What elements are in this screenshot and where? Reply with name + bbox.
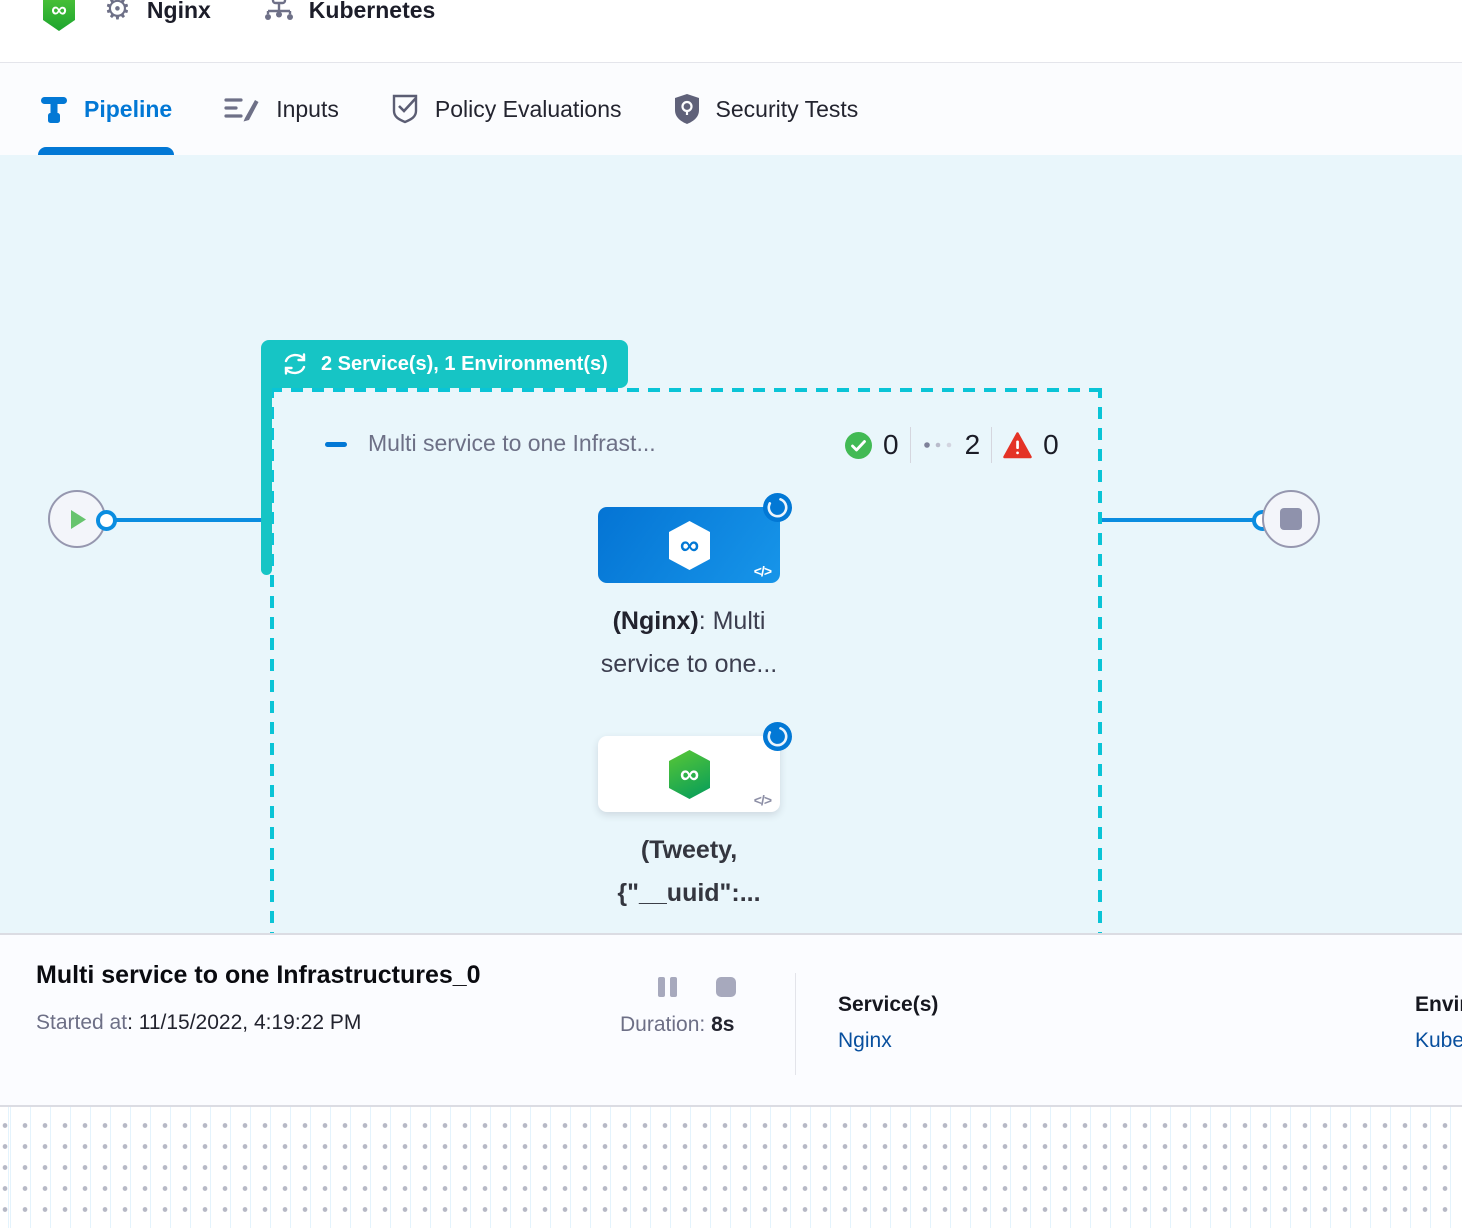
environments-link[interactable]: Kubernetes — [1415, 1029, 1462, 1053]
tab-policy-evaluations-label: Policy Evaluations — [435, 96, 622, 123]
harness-service-icon: ∞ — [666, 749, 713, 805]
duration-label: Duration: — [620, 1013, 705, 1036]
execution-summary-bar: Multi service to one Infrastructures_0 S… — [0, 933, 1462, 1107]
stop-icon — [1280, 508, 1302, 530]
environment-name[interactable]: Kubernetes — [309, 0, 436, 24]
harness-logo-icon: ∞ — [40, 0, 78, 32]
duration: Duration: 8s — [620, 1013, 734, 1037]
execution-title: Multi service to one Infrastructures_0 — [36, 961, 481, 990]
stage-border-top — [270, 388, 1102, 392]
started-at: Started at: 11/15/2022, 4:19:22 PM — [36, 1011, 361, 1035]
failed-count-icon — [1003, 432, 1032, 459]
tab-security-tests[interactable]: Security Tests — [672, 63, 861, 155]
tab-security-tests-label: Security Tests — [716, 96, 859, 123]
services-label: Service(s) — [838, 993, 938, 1017]
stage-status-counts: 0 2 0 — [845, 427, 1059, 463]
pause-button[interactable] — [658, 977, 677, 997]
inputs-icon — [224, 94, 260, 124]
pipeline-name[interactable]: Nginx — [147, 0, 211, 24]
running-spinner-icon — [763, 722, 792, 756]
tab-inputs-label: Inputs — [276, 96, 339, 123]
running-count-icon — [922, 440, 954, 450]
failed-count: 0 — [1043, 429, 1059, 461]
log-canvas-grid — [0, 1107, 1462, 1228]
service-node-tweety-label: (Tweety, {"__uuid":... — [539, 829, 839, 915]
pipeline-icon — [40, 94, 68, 124]
loop-icon — [281, 351, 309, 377]
tab-inputs[interactable]: Inputs — [222, 63, 341, 155]
stage-loop-badge[interactable]: 2 Service(s), 1 Environment(s) — [261, 340, 628, 388]
service-label-line2: service to one... — [539, 643, 839, 686]
stage-loop-rail — [261, 375, 272, 575]
kubernetes-icon — [263, 0, 295, 29]
tab-pipeline-label: Pipeline — [84, 96, 172, 123]
success-count: 0 — [883, 429, 899, 461]
svg-text:∞: ∞ — [680, 530, 699, 560]
execution-tab-bar: Pipeline Inputs Policy Evaluations — [0, 63, 1462, 155]
code-icon: </> — [754, 563, 771, 579]
summary-divider — [795, 973, 796, 1075]
gear-icon[interactable]: ⚙ — [104, 0, 131, 25]
service-label-line2: {"__uuid":... — [539, 872, 839, 915]
services-link[interactable]: Nginx — [838, 1029, 892, 1053]
status-separator — [910, 427, 911, 463]
service-label-line1: (Tweety, — [539, 829, 839, 872]
started-at-label: Started at — [36, 1011, 127, 1034]
service-node-nginx-label: (Nginx): Multi service to one... — [539, 600, 839, 686]
service-label-rest: : Multi — [699, 607, 766, 635]
edge-connector-left — [96, 510, 117, 531]
started-at-value: : 11/15/2022, 4:19:22 PM — [127, 1011, 361, 1034]
edge-start-to-stage — [106, 518, 264, 522]
success-count-icon — [845, 432, 872, 459]
stage-loop-badge-label: 2 Service(s), 1 Environment(s) — [321, 353, 608, 376]
policy-evaluations-icon — [391, 93, 419, 125]
breadcrumb-header: ∞ ⚙ Nginx Kubernetes — [0, 0, 1462, 63]
edge-stage-to-end — [1102, 518, 1262, 522]
service-name: (Nginx) — [613, 607, 699, 635]
stage-title: Multi service to one Infrast... — [368, 430, 656, 457]
service-node-tweety[interactable]: ∞ </> — [598, 736, 780, 812]
security-tests-icon — [674, 93, 700, 125]
status-separator — [991, 427, 992, 463]
tab-policy-evaluations[interactable]: Policy Evaluations — [389, 63, 624, 155]
pipeline-end-node[interactable] — [1262, 490, 1320, 548]
abort-button[interactable] — [716, 977, 736, 997]
svg-text:∞: ∞ — [51, 0, 67, 22]
play-icon — [71, 510, 87, 529]
code-icon: </> — [754, 792, 771, 808]
running-spinner-icon — [763, 493, 792, 527]
running-count: 2 — [965, 429, 981, 461]
pipeline-canvas[interactable]: 2 Service(s), 1 Environment(s) Multi ser… — [0, 155, 1462, 933]
svg-text:∞: ∞ — [680, 759, 699, 789]
stage-border-right — [1098, 388, 1102, 1007]
environments-label: Environment(s) — [1415, 993, 1462, 1017]
duration-value: 8s — [711, 1013, 734, 1036]
harness-service-icon: ∞ — [666, 520, 713, 576]
service-node-nginx[interactable]: ∞ </> — [598, 507, 780, 583]
tab-pipeline[interactable]: Pipeline — [38, 63, 174, 155]
stage-collapse-button[interactable] — [325, 442, 347, 447]
